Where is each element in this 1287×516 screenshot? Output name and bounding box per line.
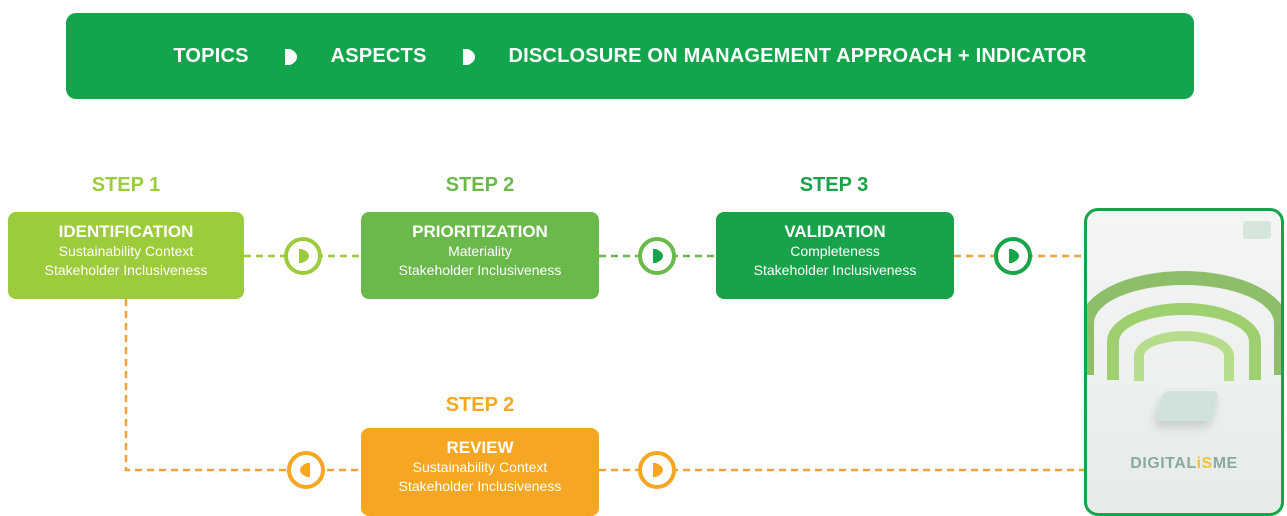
report-cover-image: DIGITALiSME [1084,208,1284,516]
arrow-left-icon [287,451,325,489]
company-logo [1243,221,1271,239]
cover-title-part3: ME [1212,455,1238,472]
play-icon [455,48,481,66]
validation-title: VALIDATION [784,222,886,241]
step1-label: STEP 1 [91,174,161,196]
play-icon [277,48,303,66]
identification-line-1: Sustainability Context [58,243,194,259]
banner-disclosure: DISCLOSURE ON MANAGEMENT APPROACH + INDI… [508,44,1087,67]
prioritization-line-2: Stakeholder Inclusiveness [398,262,562,278]
cover-title: DIGITALiSME [1087,455,1281,473]
identification-box: IDENTIFICATION Sustainability Context St… [8,212,244,299]
identification-line-2: Stakeholder Inclusiveness [44,262,208,278]
connector-identification-review [124,299,361,472]
banner-aspects: ASPECTS [330,44,427,67]
arrow-right-icon [638,451,676,489]
validation-box: VALIDATION Completeness Stakeholder Incl… [716,212,954,299]
prioritization-title: PRIORITIZATION [412,222,548,241]
review-line-2: Stakeholder Inclusiveness [398,478,562,494]
validation-line-2: Stakeholder Inclusiveness [753,262,917,278]
prioritization-line-1: Materiality [448,243,512,259]
review-step-label: STEP 2 [445,394,515,416]
step3-label: STEP 3 [799,174,869,196]
step2-label: STEP 2 [445,174,515,196]
arrow-right-icon [284,237,322,275]
cover-arc-inner [1134,331,1234,381]
review-title: REVIEW [446,438,514,457]
review-box: REVIEW Sustainability Context Stakeholde… [361,428,599,516]
arrow-right-icon [994,237,1032,275]
cover-title-part1: DIGITAL [1130,455,1197,472]
device-illustration [1154,391,1220,421]
arrow-right-icon [638,237,676,275]
cover-title-part2: iS [1196,455,1213,472]
identification-title: IDENTIFICATION [58,222,194,241]
process-banner: TOPICS ASPECTS DISCLOSURE ON MANAGEMENT … [66,13,1194,99]
banner-topics: TOPICS [173,44,249,67]
prioritization-box: PRIORITIZATION Materiality Stakeholder I… [361,212,599,299]
review-line-1: Sustainability Context [412,459,548,475]
validation-line-1: Completeness [790,243,880,259]
